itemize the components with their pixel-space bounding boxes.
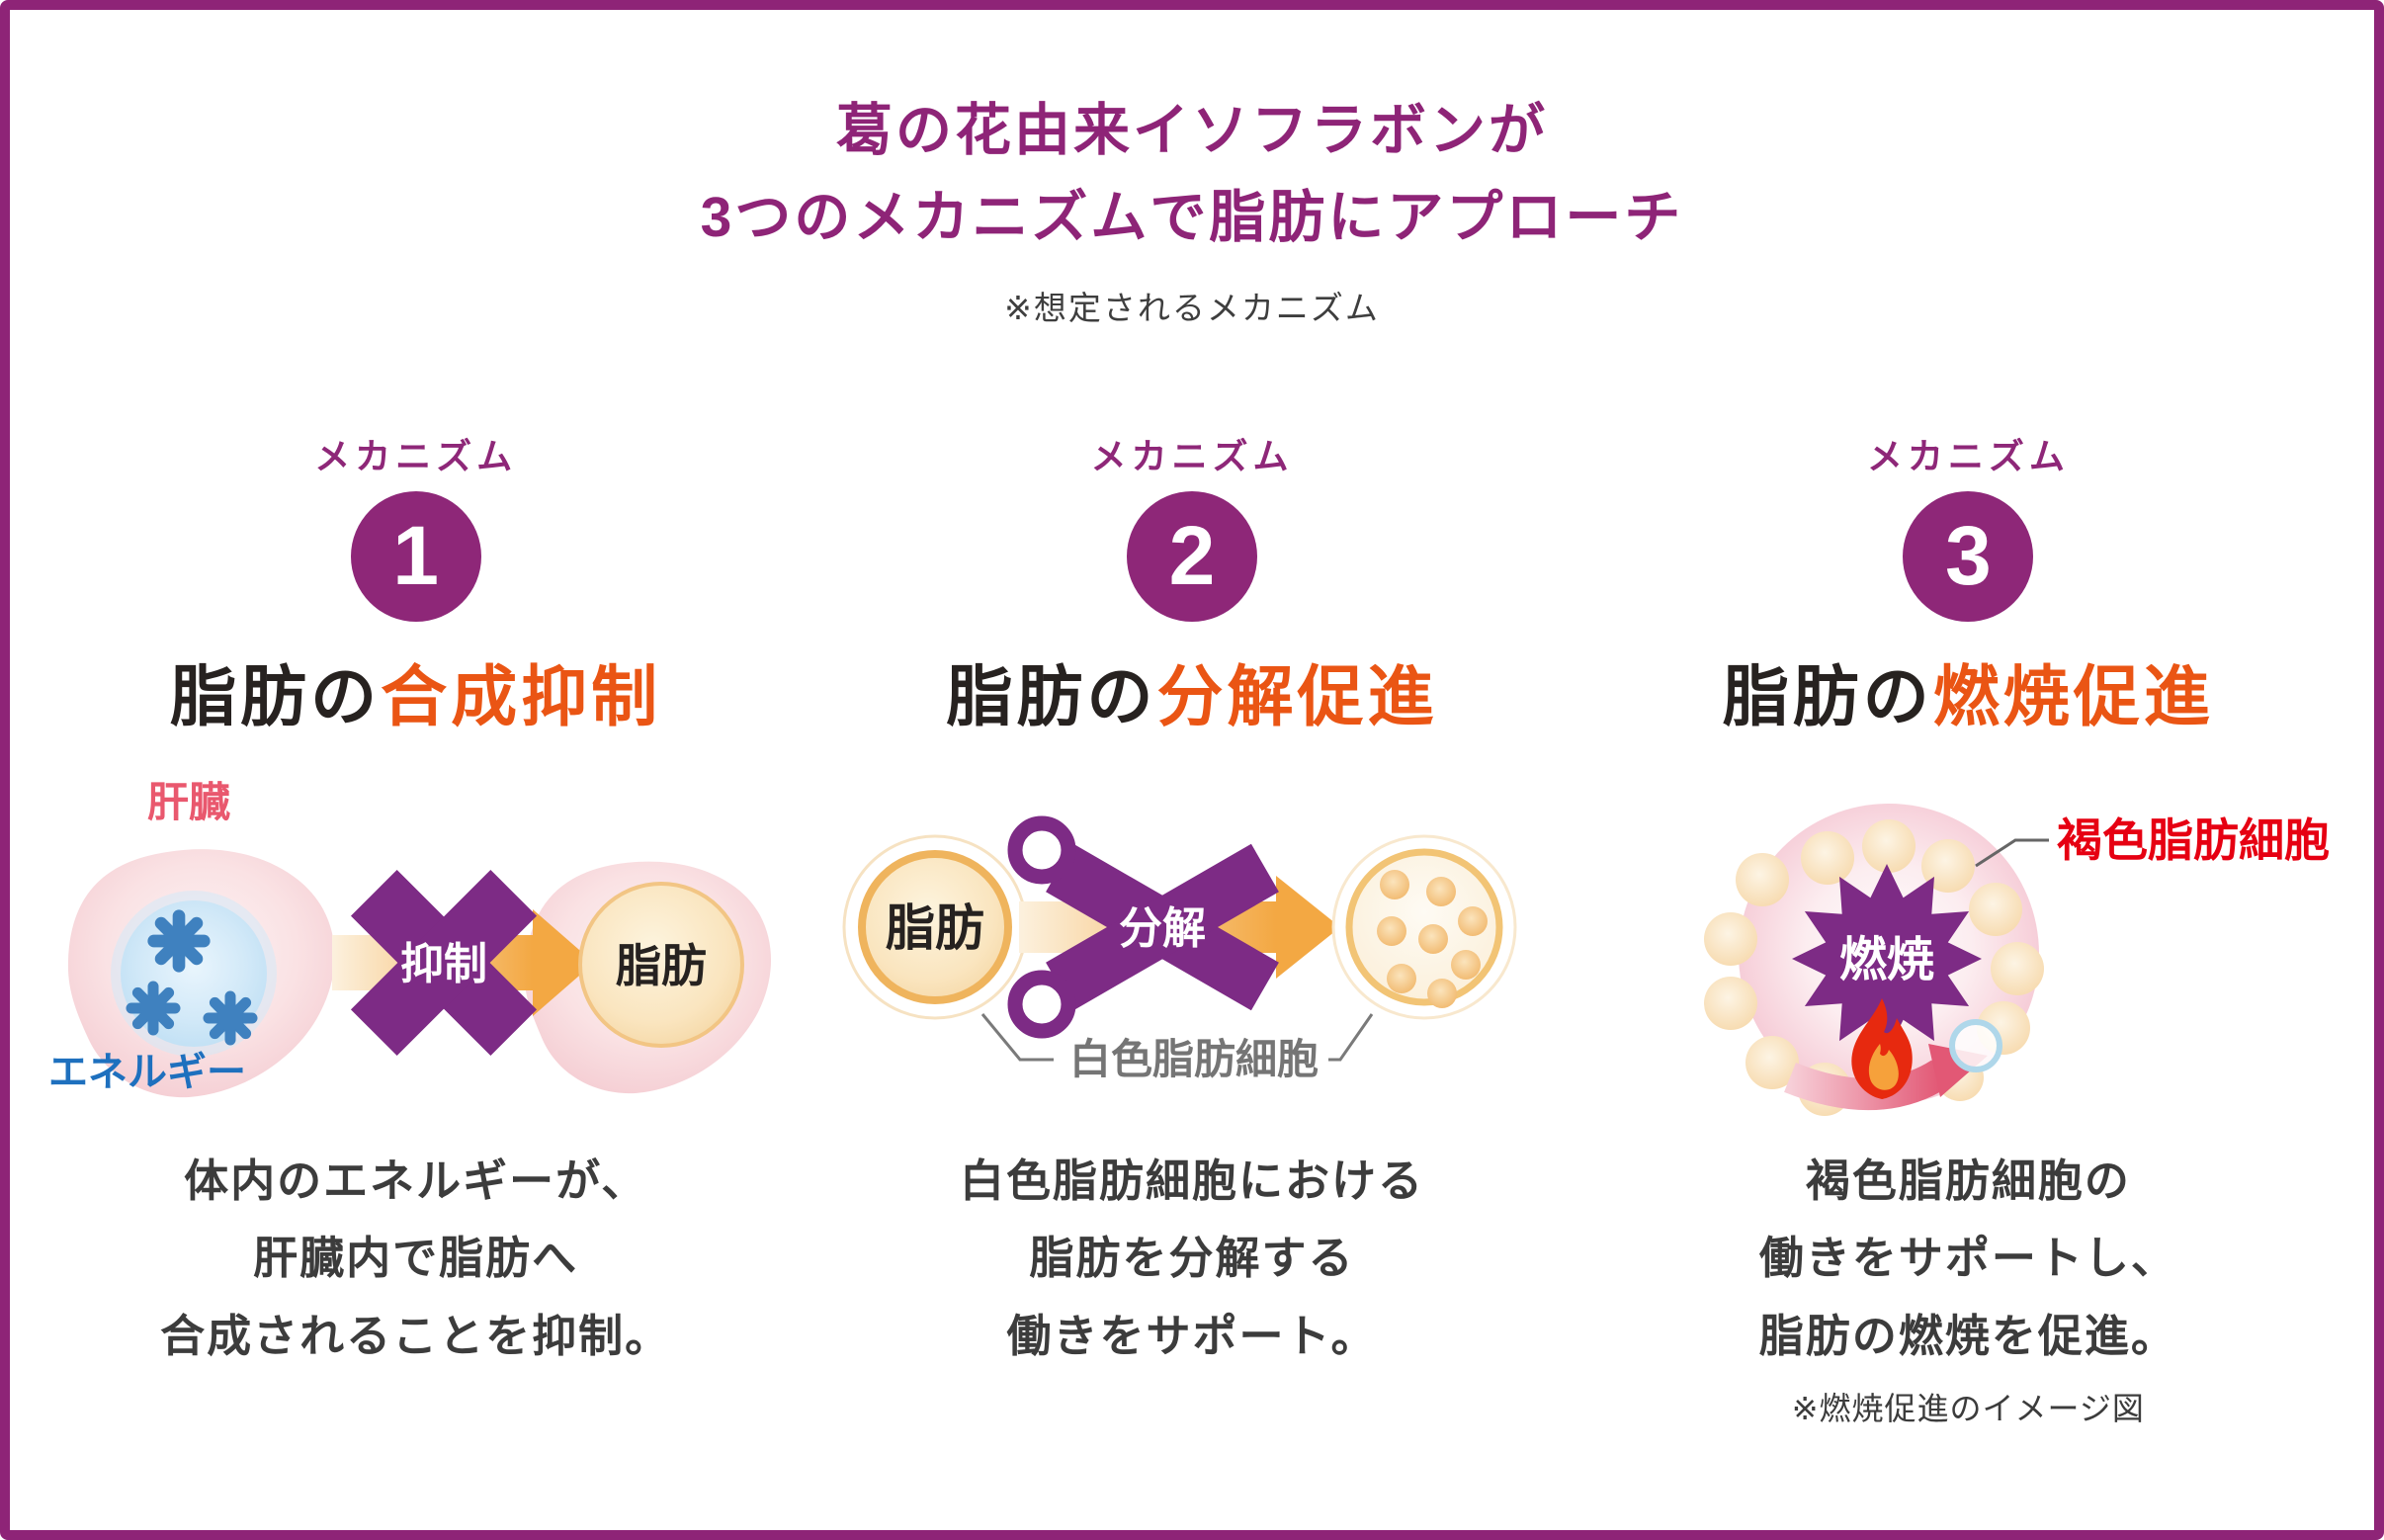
- mechanism-2-illustration: 脂肪 分解: [804, 771, 1579, 1119]
- mechanism-3-number-badge: 3: [1903, 490, 2034, 622]
- breakdown-arrow-head: [1275, 875, 1340, 979]
- mechanism-1-description: 体内のエネルギーが、 肝臓内で脂肪へ 合成されることを抑制。: [28, 1143, 804, 1376]
- mechanism-1-number-badge: 1: [350, 490, 481, 622]
- mechanism-1-illustration: 抑制 脂肪 肝臓 エネルギー: [28, 771, 804, 1119]
- fat-breakdown-diagram: 脂肪 分解: [842, 815, 1517, 1082]
- suppress-label: 抑制: [400, 940, 487, 988]
- mechanism-2-number-badge: 2: [1126, 490, 1257, 622]
- mechanism-3-number: 3: [1944, 509, 1992, 603]
- mitochondria-dots: [1704, 818, 2045, 1116]
- heading-black-part: 脂肪の: [1722, 659, 1933, 734]
- mechanism-1-number: 1: [392, 509, 440, 603]
- fat-droplet-circle: [577, 881, 744, 1048]
- fat-burning-diagram: 燃焼 褐色脂肪細胞: [1704, 803, 2330, 1116]
- mechanism-2-label: メカニズム: [1090, 435, 1294, 476]
- desc-line: 脂肪の燃焼を促進。: [1758, 1311, 2177, 1362]
- desc-line: 体内のエネルギーが、: [184, 1155, 648, 1206]
- flame-icon: [1851, 997, 1914, 1099]
- cell-pointer-lines: [980, 1012, 1374, 1062]
- mechanism-3-description: 褐色脂肪細胞の 働きをサポートし、 脂肪の燃焼を促進。: [1580, 1143, 2356, 1376]
- bubble-icon: [1949, 1018, 2003, 1072]
- desc-line: 褐色脂肪細胞の: [1805, 1155, 2131, 1206]
- liver-label: 肝臓: [147, 779, 230, 825]
- cell-pointer-line: [1975, 838, 2050, 867]
- fat-synthesis-suppression-diagram: 抑制 脂肪 肝臓 エネルギー: [48, 779, 771, 1097]
- suppress-cross-icon: [350, 869, 537, 1056]
- burn-label: 燃焼: [1839, 934, 1934, 986]
- fat-label: 脂肪: [616, 940, 707, 991]
- mechanism-3-label: メカニズム: [1866, 435, 2070, 476]
- desc-line: 脂肪を分解する: [1029, 1233, 1355, 1284]
- mechanism-3-note: ※燃焼促進のイメージ図: [1791, 1390, 2145, 1426]
- desc-line: 働きをサポート。: [1006, 1311, 1378, 1362]
- mechanism-2-column: メカニズム 2 脂肪の分解促進: [804, 428, 1579, 1429]
- synthesis-arrow-head: [532, 908, 594, 1016]
- desc-line: 合成されることを抑制。: [160, 1311, 672, 1362]
- mechanism-3-heading: 脂肪の燃焼促進: [1580, 643, 2356, 739]
- burn-starburst-icon: [1792, 863, 1983, 1054]
- desc-line: 肝臓内で脂肪へ: [253, 1233, 579, 1284]
- heading-black-part: 脂肪の: [170, 659, 382, 734]
- mechanism-1-heading: 脂肪の合成抑制: [28, 643, 804, 739]
- mechanism-3-illustration: 燃焼 褐色脂肪細胞: [1580, 771, 2356, 1119]
- fat-label: 脂肪: [886, 900, 984, 956]
- white-fat-cell-label: 白色脂肪細胞: [1069, 1036, 1319, 1082]
- mechanism-2-description: 白色脂肪細胞における 脂肪を分解する 働きをサポート。: [804, 1143, 1579, 1376]
- header-note: ※想定されるメカニズム: [1004, 289, 1380, 326]
- heading-orange-part: 燃焼促進: [1932, 659, 2214, 734]
- mechanism-columns: メカニズム 1 脂肪の合成抑制: [10, 428, 2374, 1429]
- brown-fat-cell-label: 褐色脂肪細胞: [2057, 814, 2330, 866]
- scissors-icon: [1007, 815, 1279, 1039]
- mechanism-3-column: メカニズム 3 脂肪の燃焼促進: [1580, 428, 2356, 1429]
- heading-black-part: 脂肪の: [946, 659, 1157, 734]
- fat-droplet-dots: [1376, 869, 1488, 1008]
- page-title-line1: 葛の花由来イソフラボンが: [836, 99, 1548, 162]
- desc-line: 白色脂肪細胞における: [959, 1155, 1424, 1206]
- header: 葛の花由来イソフラボンが 3つのメカニズムで脂肪にアプローチ ※想定されるメカニ…: [10, 10, 2374, 329]
- mechanism-1-column: メカニズム 1 脂肪の合成抑制: [28, 428, 804, 1429]
- mechanism-2-number: 2: [1168, 509, 1216, 603]
- mechanism-1-label: メカニズム: [314, 435, 518, 476]
- heading-orange-part: 合成抑制: [381, 659, 662, 734]
- mechanism-2-heading: 脂肪の分解促進: [804, 643, 1579, 739]
- page-title-line2: 3つのメカニズムで脂肪にアプローチ: [700, 186, 1684, 250]
- desc-line: 働きをサポートし、: [1758, 1233, 2177, 1284]
- breakdown-label: 分解: [1119, 904, 1206, 953]
- heading-orange-part: 分解促進: [1156, 659, 1438, 734]
- white-fat-cell-full-core: [857, 849, 1012, 1004]
- energy-label: エネルギー: [48, 1051, 246, 1094]
